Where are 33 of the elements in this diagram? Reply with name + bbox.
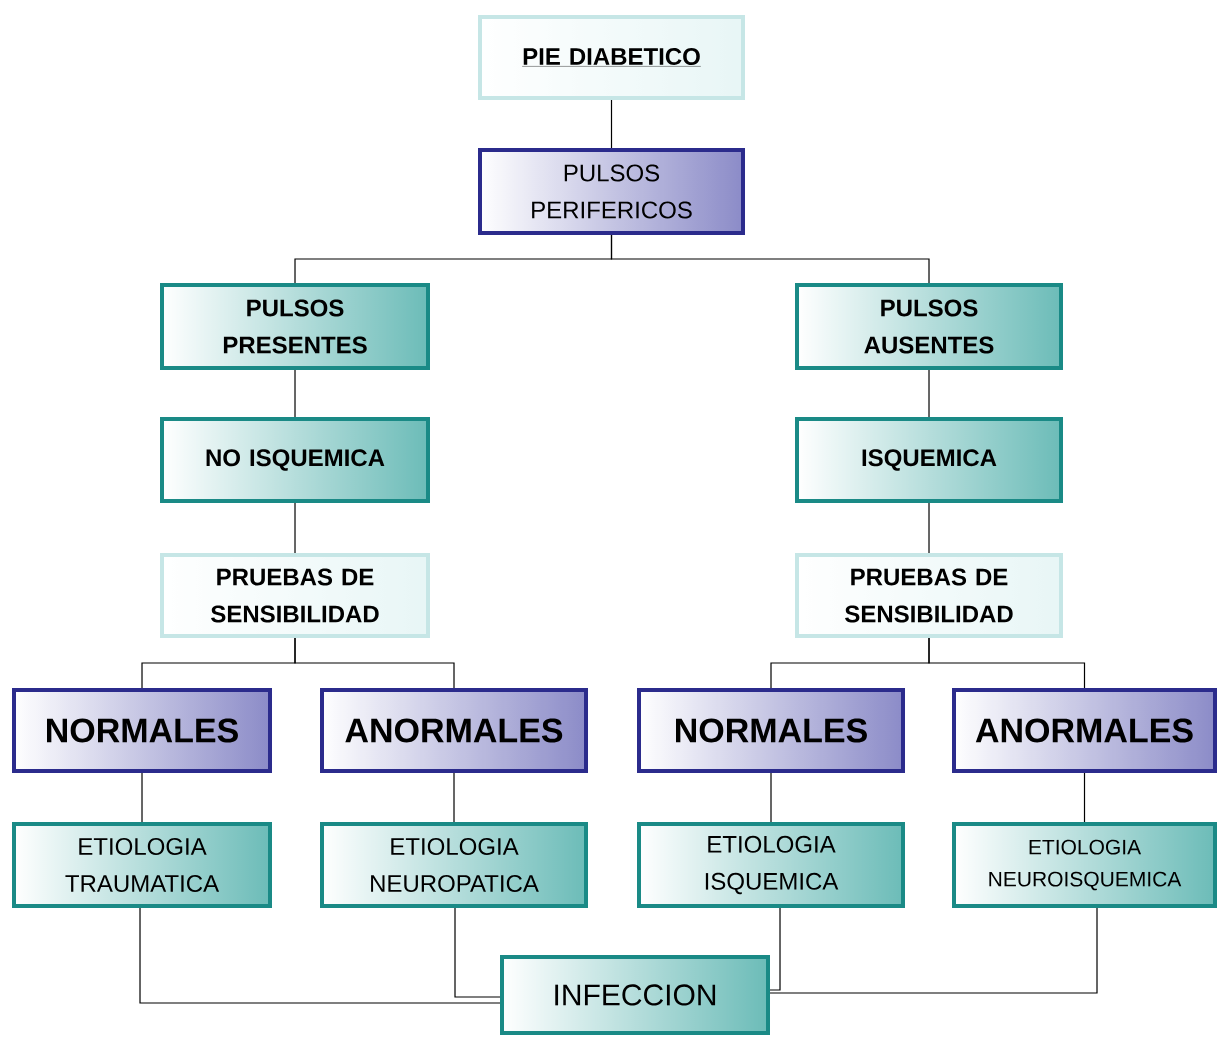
result-box: ETIOLOGIA ISQUEMICA: [637, 822, 905, 908]
heading-box: PIE DIABETICO: [478, 15, 745, 100]
connector-line: [769, 907, 1098, 994]
heading-box: PRUEBAS DE SENSIBILIDAD: [795, 553, 1063, 638]
result-box: ETIOLOGIA TRAUMATICA: [12, 822, 272, 908]
result-box: INFECCION: [500, 955, 770, 1035]
connector-line: [769, 907, 781, 991]
connector-line: [610, 99, 613, 149]
result-box: PULSOS PRESENTES: [160, 283, 430, 370]
result-box: ISQUEMICA: [795, 417, 1063, 503]
result-box: PULSOS AUSENTES: [795, 283, 1063, 370]
category-box: ANORMALES: [952, 688, 1217, 773]
connector-line: [294, 502, 296, 554]
connector-line: [454, 907, 501, 998]
category-box: NORMALES: [12, 688, 272, 773]
heading-box: PRUEBAS DE SENSIBILIDAD: [160, 553, 430, 638]
connector-line: [294, 369, 296, 418]
connector-line: [294, 637, 455, 689]
connector-line: [141, 772, 143, 823]
connector-line: [928, 502, 930, 554]
result-box: ETIOLOGIA NEUROISQUEMICA: [952, 822, 1217, 908]
category-box: ANORMALES: [320, 688, 588, 773]
category-box: PULSOS PERIFERICOS: [478, 148, 745, 235]
result-box: NO ISQUEMICA: [160, 417, 430, 503]
connector-line: [139, 907, 501, 1004]
connector-line: [770, 772, 772, 823]
connector-line: [928, 637, 1086, 689]
connector-line: [928, 369, 930, 418]
connector-line: [610, 234, 930, 284]
connector-line: [1083, 772, 1086, 823]
result-box: ETIOLOGIA NEUROPATICA: [320, 822, 588, 908]
connector-line: [453, 772, 455, 823]
category-box: NORMALES: [637, 688, 905, 773]
